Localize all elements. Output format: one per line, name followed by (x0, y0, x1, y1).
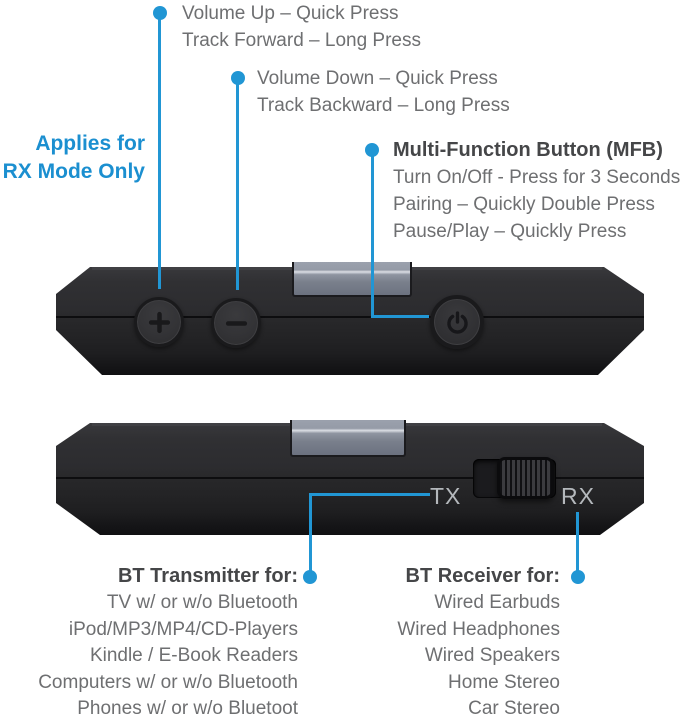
mfb-annotation: Multi-Function Button (MFB) Turn On/Off … (393, 136, 680, 245)
receiver-list: BT Receiver for: Wired Earbuds Wired Hea… (262, 563, 560, 720)
transmitter-list-item: TV w/ or w/o Bluetooth (106, 592, 298, 613)
volume-down-callout-dot (231, 71, 245, 85)
rx-callout-dot (571, 570, 585, 584)
rx-mode-note: Applies for RX Mode Only (0, 130, 145, 186)
volume-up-line1: Volume Up – Quick Press (182, 3, 399, 24)
tx-callout-line-horizontal (309, 493, 430, 496)
mfb-line2: Pairing – Quickly Double Press (393, 194, 655, 215)
mfb-title: Multi-Function Button (MFB) (393, 139, 663, 161)
mfb-callout-dot (365, 143, 379, 157)
volume-down-line2: Track Backward – Long Press (257, 95, 510, 116)
transmitter-list-title: BT Transmitter for: (117, 565, 298, 587)
volume-down-button (211, 298, 261, 348)
volume-up-callout-line (158, 13, 161, 289)
device-seam-line (56, 477, 644, 479)
device-seam-line (56, 316, 644, 318)
receiver-list-item: Home Stereo (448, 671, 560, 693)
back-clip (290, 420, 406, 457)
plus-icon (146, 309, 173, 336)
receiver-list-item: Wired Headphones (397, 618, 560, 640)
rx-mode-note-line1: Applies for (35, 132, 145, 155)
multi-function-button (430, 295, 484, 349)
volume-up-button (134, 297, 184, 347)
volume-down-callout-line (236, 78, 239, 290)
receiver-list-item: Car Stereo (468, 698, 560, 719)
tx-callout-dot (303, 570, 317, 584)
rx-callout-line-vertical (576, 512, 579, 572)
tx-callout-line-vertical (309, 493, 312, 573)
receiver-list-item: Wired Speakers (424, 645, 560, 666)
volume-up-line2: Track Forward – Long Press (182, 30, 421, 51)
mfb-line1: Turn On/Off - Press for 3 Seconds (393, 167, 681, 188)
rx-mode-note-line2: RX Mode Only (2, 160, 145, 183)
tx-label: TX (430, 483, 462, 509)
transmitter-list-item: Kindle / E-Book Readers (89, 645, 298, 666)
receiver-list-item: Wired Earbuds (434, 592, 560, 613)
transmitter-list-item: Phones w/ or w/o Bluetoot (77, 698, 298, 719)
rx-label: RX (561, 483, 595, 509)
minus-icon (223, 310, 250, 337)
power-icon (444, 309, 471, 336)
transmitter-list-item: Computers w/ or w/o Bluetooth (38, 671, 298, 693)
volume-down-line1: Volume Down – Quick Press (257, 68, 498, 89)
transmitter-list-item: iPod/MP3/MP4/CD-Players (68, 618, 298, 640)
mfb-line3: Pause/Play – Quickly Press (393, 221, 627, 242)
tx-rx-switch-knob (497, 457, 554, 499)
transmitter-list: BT Transmitter for: TV w/ or w/o Bluetoo… (0, 563, 298, 720)
back-clip (292, 262, 412, 297)
volume-up-callout-dot (153, 6, 167, 20)
mfb-callout-line-horizontal (371, 315, 429, 318)
mfb-callout-line-vertical (371, 150, 374, 318)
volume-down-annotation: Volume Down – Quick Press Track Backward… (257, 65, 510, 119)
receiver-list-title: BT Receiver for: (405, 565, 561, 587)
volume-up-annotation: Volume Up – Quick Press Track Forward – … (182, 0, 421, 54)
